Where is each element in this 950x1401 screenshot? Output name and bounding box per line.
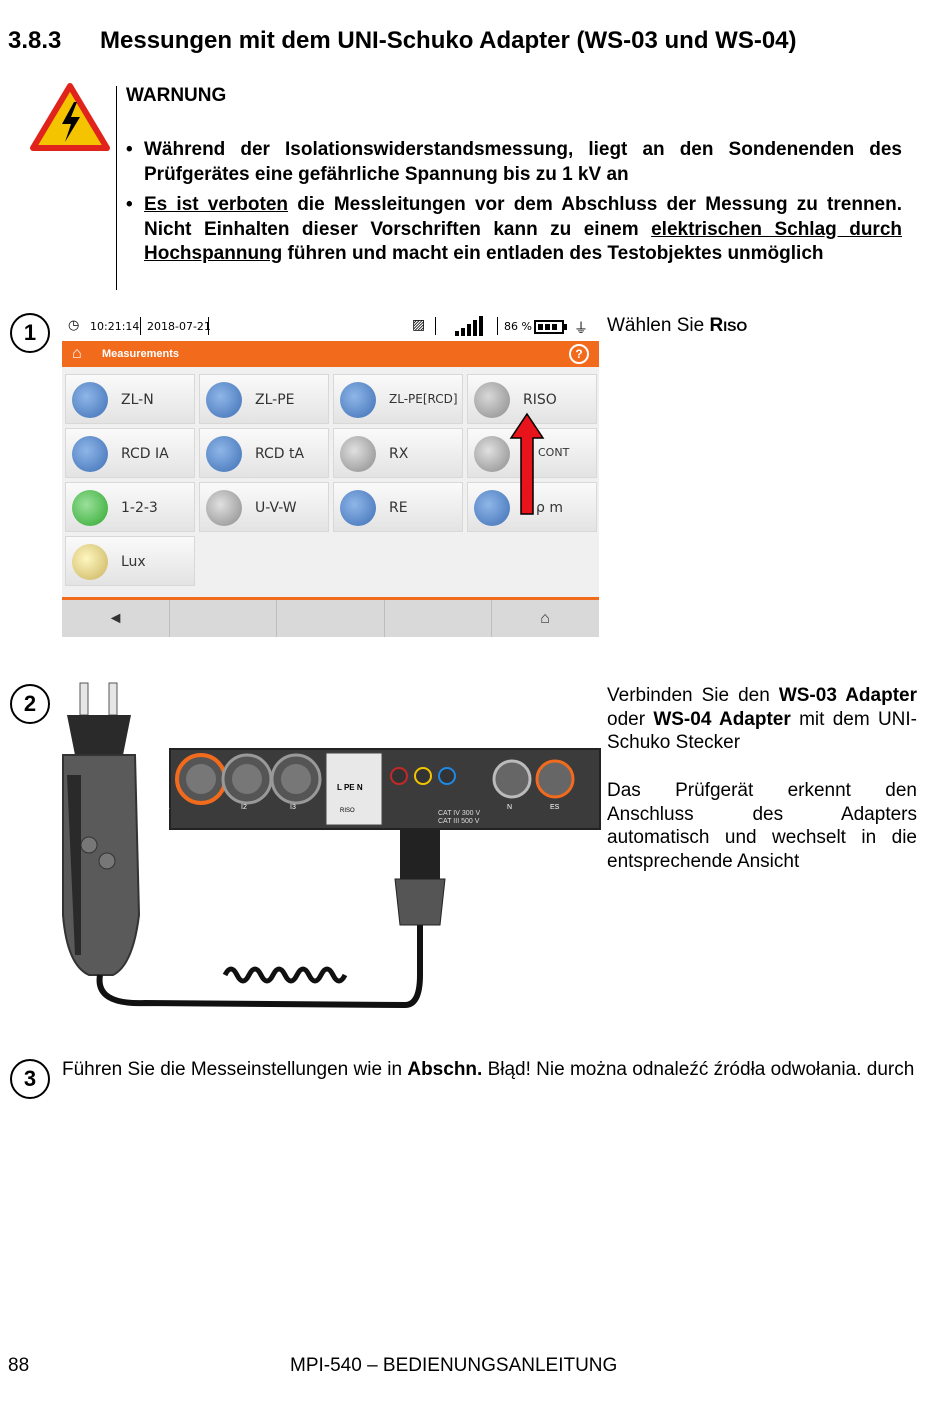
tile-rcd-ta[interactable]: RCD tA (199, 428, 329, 478)
device-screen: ◷ 10:21:14 2018-07-21 ▨ 86 % ⏚ ⌂ Measure… (62, 312, 599, 637)
continuity-icon (474, 436, 510, 472)
status-bar: ◷ 10:21:14 2018-07-21 ▨ 86 % ⏚ (62, 312, 599, 341)
tile-lux[interactable]: Lux (65, 536, 195, 586)
footer-slot (384, 600, 492, 637)
section-title: Messungen mit dem UNI-Schuko Adapter (WS… (100, 27, 797, 54)
warning-title: WARNUNG (126, 85, 227, 106)
power-plug-icon: ⏚ (574, 321, 588, 337)
bulb-icon (72, 544, 108, 580)
footer-slot (276, 600, 385, 637)
tile-rcd-ia[interactable]: RCD IA (65, 428, 195, 478)
warning-item: • Es ist verboten die Messleitungen vor … (126, 194, 903, 264)
battery-icon (534, 320, 567, 334)
step-number-2: 2 (10, 684, 50, 724)
port-label-i2: I2 (241, 804, 247, 811)
signal-icon (455, 316, 483, 336)
step1-instruction: Wählen Sie RISO (607, 315, 748, 336)
step2-instruction: Verbinden Sie den WS-03 Adapter oder WS-… (607, 685, 917, 753)
home-button[interactable]: ⌂ (540, 609, 550, 627)
phase-sequence-icon (72, 490, 108, 526)
tile-motor-rotation[interactable]: U-V-W (199, 482, 329, 532)
screen-footer: ◄ ⌂ (62, 597, 599, 637)
warning-item: • Während der Isolationswiderstandsmessu… (126, 139, 902, 185)
port-label-i3: I3 (290, 804, 296, 811)
tile-zlpe[interactable]: ZL-PE (199, 374, 329, 424)
battery-percent: 86 % (504, 320, 532, 333)
page-number: 88 (8, 1355, 30, 1376)
clock-icon: ◷ (68, 318, 80, 333)
resistance-icon (340, 436, 376, 472)
port-label-es: ES (550, 804, 560, 811)
rcd-icon (206, 436, 242, 472)
screen-header: ⌂ Measurements ? (62, 341, 599, 367)
high-voltage-warning-icon (30, 83, 110, 151)
tile-rx[interactable]: RX (333, 428, 463, 478)
step3-instruction: Führen Sie die Messeinstellungen wie in … (62, 1059, 915, 1080)
cat-rating-2: CAT III 500 V (438, 818, 480, 825)
earth-icon (340, 490, 376, 526)
plug-label: L PE N (337, 783, 363, 792)
status-time: 10:21:14 (90, 320, 140, 333)
cat-rating-1: CAT IV 300 V (438, 810, 481, 817)
rcd-icon (72, 436, 108, 472)
document-title: MPI-540 – BEDIENUNGSANLEITUNG (290, 1355, 618, 1376)
screen-header-title: Measurements (102, 348, 180, 360)
insulation-icon (474, 382, 510, 418)
warning-list: • Während der Isolationswiderstandsmessu… (126, 138, 902, 273)
section-number: 3.8.3 (8, 27, 62, 54)
riso-label: RISO (340, 808, 355, 814)
tile-re[interactable]: RE (333, 482, 463, 532)
status-date: 2018-07-21 (147, 320, 211, 333)
port-label-n: N (507, 804, 513, 811)
step-number-1: 1 (10, 313, 50, 353)
no-sd-card-icon: ▨ (412, 317, 426, 333)
step-number-3: 3 (10, 1059, 50, 1099)
red-arrow-icon (509, 412, 545, 515)
back-button[interactable]: ◄ (62, 600, 170, 637)
motor-rotation-icon (206, 490, 242, 526)
port-label-i1: I1 (164, 804, 170, 811)
home-icon[interactable]: ⌂ (72, 345, 82, 362)
impedance-rcd-icon (340, 382, 376, 418)
step2-detection-note: Das Prüfgerät erkennt den Anschluss des … (607, 780, 917, 872)
tile-phase-sequence[interactable]: 1-2-3 (65, 482, 195, 532)
impedance-icon (72, 382, 108, 418)
tile-zln[interactable]: ZL-N (65, 374, 195, 424)
warning-divider (116, 86, 117, 290)
help-icon[interactable]: ? (569, 344, 589, 364)
impedance-icon (206, 382, 242, 418)
earth-resistivity-icon (474, 490, 510, 526)
tile-riso[interactable]: RISO (467, 374, 597, 424)
tile-zlpe-rcd[interactable]: ZL-PE[RCD] (333, 374, 463, 424)
footer-slot (169, 600, 277, 637)
adapter-connection-illustration (62, 682, 601, 1009)
